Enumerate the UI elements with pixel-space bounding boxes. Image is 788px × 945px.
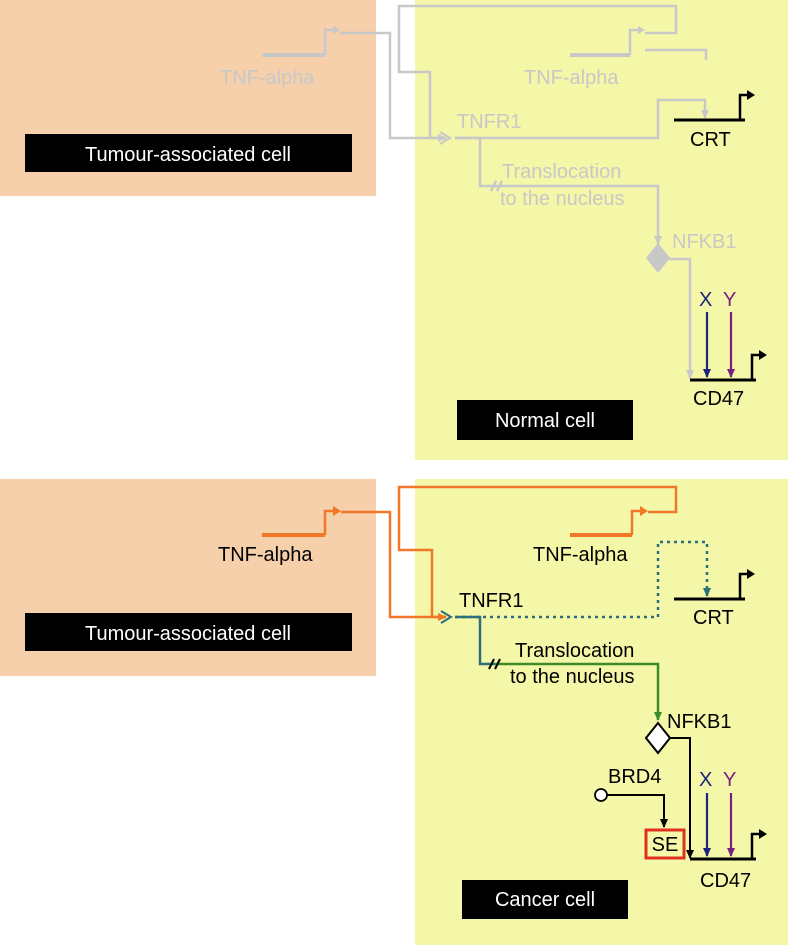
top-tnfr1-label: TNFR1 bbox=[457, 111, 521, 133]
bottom-tnf-right-label: TNF-alpha bbox=[533, 544, 628, 566]
bottom-se-label: SE bbox=[652, 834, 679, 856]
top-tnfr1-receptor-icon bbox=[439, 131, 452, 145]
top-crt-label: CRT bbox=[690, 129, 731, 151]
top-tumour-label-box bbox=[25, 134, 352, 172]
top-cd47-gene bbox=[690, 350, 767, 382]
top-cell-label: Normal cell bbox=[495, 410, 595, 432]
bottom-tnfr1-receptor-icon bbox=[440, 610, 453, 624]
bottom-tnf-pathway bbox=[262, 485, 678, 621]
bottom-translocation-label-2: to the nucleus bbox=[510, 666, 635, 688]
bottom-cell-label-box bbox=[462, 880, 628, 919]
bottom-crt-dotted-pathway bbox=[455, 540, 711, 619]
bottom-panel: SE TNF-alpha TNF-alpha TNFR1 Translocati… bbox=[0, 479, 788, 945]
bottom-brd4-label: BRD4 bbox=[608, 766, 661, 788]
top-cell-label-box bbox=[457, 400, 633, 440]
top-x-label: X bbox=[699, 289, 712, 311]
top-tnf-left-label: TNF-alpha bbox=[220, 67, 315, 89]
top-tumour-label: Tumour-associated cell bbox=[85, 144, 291, 166]
bottom-nfkb1-to-cd47-arrow bbox=[669, 737, 694, 859]
bottom-cancer-cell-region bbox=[415, 479, 788, 945]
bottom-tumour-label-box bbox=[25, 613, 352, 651]
top-y-label: Y bbox=[723, 289, 736, 311]
bottom-crt-gene bbox=[674, 569, 755, 601]
bottom-cell-label: Cancer cell bbox=[495, 889, 595, 911]
top-translocation-label-1: Translocation bbox=[502, 161, 621, 183]
bottom-translocation-break-mark-1 bbox=[488, 658, 495, 670]
bottom-brd4-circle-icon bbox=[594, 788, 608, 802]
top-nfkb1-diamond-icon bbox=[646, 243, 670, 273]
bottom-brd4-to-se-arrow bbox=[607, 794, 668, 828]
bottom-crt-label: CRT bbox=[693, 607, 734, 629]
bottom-translocation-label-1: Translocation bbox=[515, 640, 634, 662]
top-cd47-label: CD47 bbox=[693, 388, 744, 410]
bottom-tnfr1-label: TNFR1 bbox=[459, 590, 523, 612]
top-panel: TNF-alpha TNF-alpha TNFR1 Translocation … bbox=[0, 0, 788, 460]
bottom-cd47-gene bbox=[690, 829, 767, 861]
bottom-cd47-label: CD47 bbox=[700, 870, 751, 892]
bottom-x-label: X bbox=[699, 769, 712, 791]
top-tnf-right-label: TNF-alpha bbox=[524, 67, 619, 89]
bottom-se-box bbox=[644, 828, 686, 860]
top-normal-cell-region bbox=[415, 0, 788, 460]
bottom-nfkb1-diamond-icon bbox=[644, 721, 672, 755]
bottom-translocation-green-pathway bbox=[495, 662, 662, 721]
bottom-translocation-teal-segment bbox=[455, 615, 495, 666]
top-crt-gene bbox=[674, 90, 755, 122]
bottom-nfkb1-label: NFKB1 bbox=[667, 711, 731, 733]
top-nfkb1-label: NFKB1 bbox=[672, 231, 736, 253]
bottom-tumour-label: Tumour-associated cell bbox=[85, 623, 291, 645]
bottom-translocation-break-mark-2 bbox=[494, 658, 501, 670]
bottom-y-label: Y bbox=[723, 769, 736, 791]
bottom-tnf-left-label: TNF-alpha bbox=[218, 544, 313, 566]
top-faded-pathway bbox=[262, 4, 709, 379]
top-translocation-label-2: to the nucleus bbox=[500, 188, 625, 210]
